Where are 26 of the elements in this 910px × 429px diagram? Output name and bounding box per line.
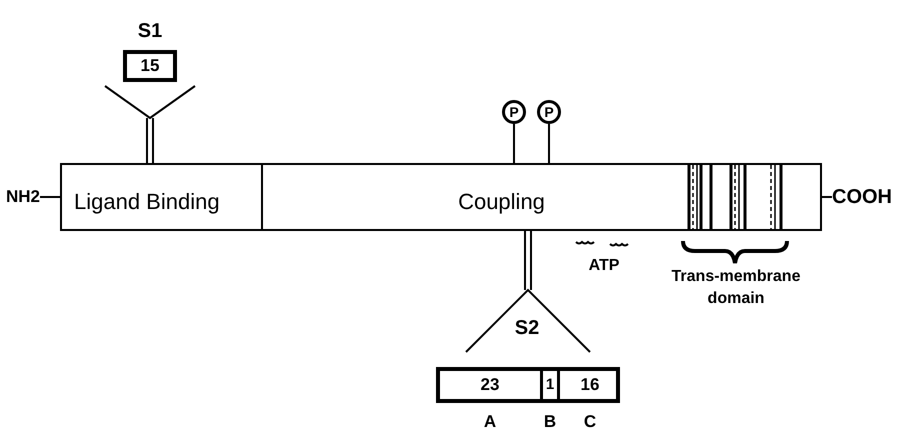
connector-line — [104, 85, 196, 164]
segment-letter: B — [543, 411, 557, 429]
connector-line — [40, 196, 60, 198]
node-text: 1 — [546, 374, 554, 395]
node-text: 16 — [580, 374, 600, 396]
label-text: Trans-membrane domain — [670, 267, 802, 309]
connector-line — [548, 124, 550, 163]
segment-letter: C — [582, 411, 598, 429]
label-text: S1 — [136, 19, 164, 44]
connector-line — [513, 124, 515, 163]
domain-box — [261, 163, 822, 231]
node-text: COOH — [832, 185, 892, 210]
label-text: ATP — [588, 256, 620, 276]
node-text: P — [509, 102, 519, 122]
node-text: NH2 — [6, 186, 40, 208]
node-text: Ligand Binding — [74, 188, 220, 216]
node-text: 23 — [480, 374, 500, 396]
node-text: Coupling — [458, 188, 545, 216]
domain-box — [60, 163, 263, 231]
connector-line — [822, 196, 832, 198]
label-text: S2 — [514, 316, 540, 341]
exon-box — [123, 50, 177, 82]
segment-letter: A — [482, 411, 498, 429]
node-text: 15 — [140, 55, 160, 78]
connector-line — [465, 230, 591, 353]
node-text: P — [544, 102, 554, 122]
